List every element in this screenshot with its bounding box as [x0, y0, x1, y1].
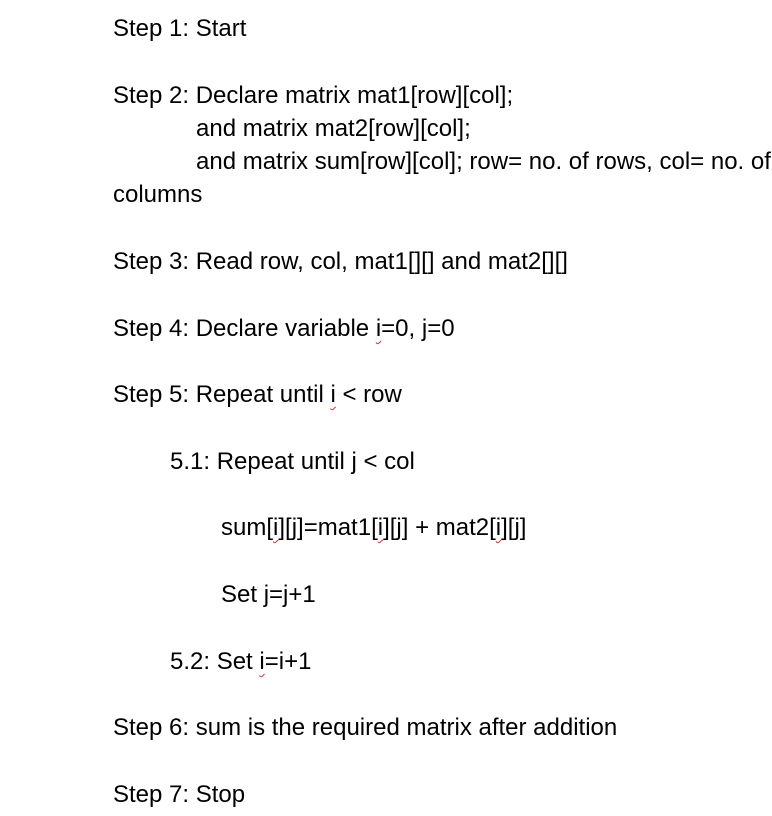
step-5-suffix: < row	[335, 381, 402, 408]
step-4: Step 4: Declare variable i=0, j=0	[113, 314, 455, 344]
step-5-2-prefix: 5.2: Set	[170, 648, 260, 675]
sum-assignment: sum[i][j]=mat1[i][j] + mat2[i][j]	[221, 513, 526, 543]
step-2-line-2: and matrix mat2[row][col];	[196, 115, 471, 142]
step-5-1: 5.1: Repeat until j < col	[170, 448, 415, 475]
step-5-2: 5.2: Set i=i+1	[170, 647, 311, 677]
step-5-prefix: Step 5: Repeat until	[113, 381, 331, 408]
sum-part-1: sum[	[221, 514, 274, 541]
step-3: Step 3: Read row, col, mat1[][] and mat2…	[113, 248, 568, 275]
sum-var-1: i	[273, 514, 279, 541]
step-7: Step 7: Stop	[113, 781, 246, 808]
sum-var-3: i	[495, 514, 502, 541]
sum-part-2: ][j]=mat1[	[278, 514, 378, 541]
set-j: Set j=j+1	[221, 581, 316, 608]
step-5-2-var: i	[259, 648, 265, 675]
sum-part-3: ][j] + mat2[	[383, 514, 496, 541]
step-4-suffix: =0, j=0	[381, 315, 455, 342]
step-5-var: i	[330, 381, 336, 408]
step-6: Step 6: sum is the required matrix after…	[113, 714, 618, 741]
step-4-var: i	[375, 315, 382, 342]
sum-var-2: i	[377, 514, 384, 541]
step-5-2-suffix: =i+1	[264, 648, 312, 675]
step-5: Step 5: Repeat until i < row	[113, 380, 402, 410]
step-2-line-1: Step 2: Declare matrix mat1[row][col];	[113, 82, 514, 109]
step-1: Step 1: Start	[113, 15, 247, 42]
step-4-prefix: Step 4: Declare variable	[113, 315, 376, 342]
step-2-line-3: and matrix sum[row][col]; row= no. of ro…	[196, 148, 771, 175]
step-2-line-4: columns	[113, 181, 203, 208]
sum-part-4: ][j]	[501, 514, 527, 541]
